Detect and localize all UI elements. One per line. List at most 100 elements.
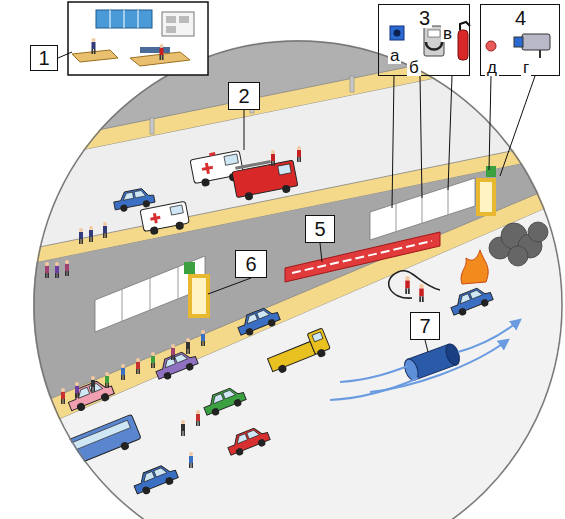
jet-fan	[443, 342, 462, 367]
pedestrian	[186, 338, 190, 354]
inset-box: 4дг	[480, 4, 560, 76]
control-room-inset	[166, 16, 176, 23]
inset-box: 3абв	[378, 4, 470, 76]
callout-box: 6	[235, 250, 267, 278]
callout-number: 3	[417, 8, 432, 28]
car	[225, 424, 272, 459]
detection-device-icon	[486, 34, 550, 58]
pedestrian	[55, 262, 59, 278]
emergency-alcove	[396, 204, 397, 232]
car	[201, 384, 248, 419]
safety-equipment-icon	[390, 26, 404, 40]
safety-equipment-icon	[426, 42, 442, 50]
pedestrian	[181, 420, 185, 436]
item-letter: в	[441, 25, 454, 42]
bus	[120, 441, 130, 451]
truck	[267, 341, 315, 371]
ambulance	[140, 201, 190, 236]
item-letter: б	[407, 59, 421, 76]
pedestrian	[89, 226, 93, 242]
emergency-alcove	[122, 289, 123, 321]
pedestrian	[201, 330, 205, 346]
pedestrian	[43, 146, 301, 468]
pedestrian	[136, 358, 140, 374]
leader-line	[448, 76, 452, 190]
flame	[461, 250, 488, 284]
jet-fan	[402, 342, 462, 382]
emergency-alcove	[178, 267, 179, 299]
fire-truck	[244, 192, 253, 201]
warning-banner	[292, 241, 432, 273]
airflow-arrow	[458, 320, 520, 352]
item-letter: г	[521, 59, 531, 76]
callout-number: 6	[245, 254, 256, 274]
control-room-inset	[92, 38, 96, 54]
burning-car	[448, 284, 495, 319]
pedestrian	[91, 376, 95, 392]
pedestrian	[189, 452, 193, 468]
ambulance	[150, 226, 159, 235]
leader-line	[392, 76, 394, 208]
truck	[316, 348, 326, 358]
fire-truck	[282, 184, 291, 193]
pedestrian	[79, 228, 83, 244]
emergency-door	[184, 262, 195, 274]
firefighter	[405, 276, 410, 294]
ambulance	[209, 152, 215, 156]
ambulance	[201, 178, 210, 187]
smoke-cloud	[528, 222, 548, 242]
pedestrian	[151, 352, 155, 368]
emergency-door	[184, 166, 496, 316]
callout-number: 5	[314, 219, 325, 239]
detection-device-icon	[486, 41, 496, 51]
pedestrian	[103, 222, 107, 238]
bus	[53, 420, 130, 457]
emergency-alcove	[150, 278, 151, 310]
smoke-cloud	[489, 222, 548, 266]
emergency-door	[486, 166, 496, 177]
wall-post	[350, 76, 354, 92]
burning-car	[448, 284, 495, 319]
emergency-alcove	[448, 187, 449, 215]
emergency-door	[190, 276, 208, 316]
car	[235, 304, 282, 339]
firefighter	[405, 276, 424, 302]
emergency-alcove	[95, 178, 475, 332]
wall-post	[150, 118, 154, 134]
detection-device-icon	[514, 37, 523, 47]
firefighter	[419, 284, 424, 302]
leader-line	[58, 52, 535, 352]
control-room-inset	[179, 16, 189, 23]
control-room-inset	[162, 12, 194, 36]
emergency-door	[478, 180, 494, 214]
car	[131, 461, 180, 497]
truck	[312, 332, 323, 342]
pedestrian	[196, 410, 200, 426]
ambulance	[150, 216, 160, 221]
safety-equipment-icon	[428, 30, 440, 37]
callout-box: 1	[30, 45, 58, 71]
pedestrian	[65, 260, 69, 276]
truck	[265, 328, 333, 376]
leader-line	[58, 52, 72, 58]
lens-outline	[34, 41, 562, 519]
truck	[277, 364, 287, 374]
airflow-arrow	[330, 378, 418, 400]
item-letter: д	[485, 59, 499, 76]
control-room-inset	[68, 2, 208, 75]
ambulance	[202, 166, 213, 171]
ambulance	[224, 154, 238, 165]
fire-hose	[389, 271, 440, 298]
pedestrian	[45, 262, 49, 278]
fire-truck	[235, 161, 270, 168]
leader-line	[500, 76, 535, 176]
control-room-inset	[96, 10, 152, 28]
car	[153, 348, 200, 383]
pedestrian	[171, 344, 175, 360]
pedestrian	[271, 150, 275, 166]
smoke-cloud	[508, 246, 528, 266]
detection-device-icon	[522, 34, 550, 50]
callout-number: 7	[419, 316, 430, 336]
